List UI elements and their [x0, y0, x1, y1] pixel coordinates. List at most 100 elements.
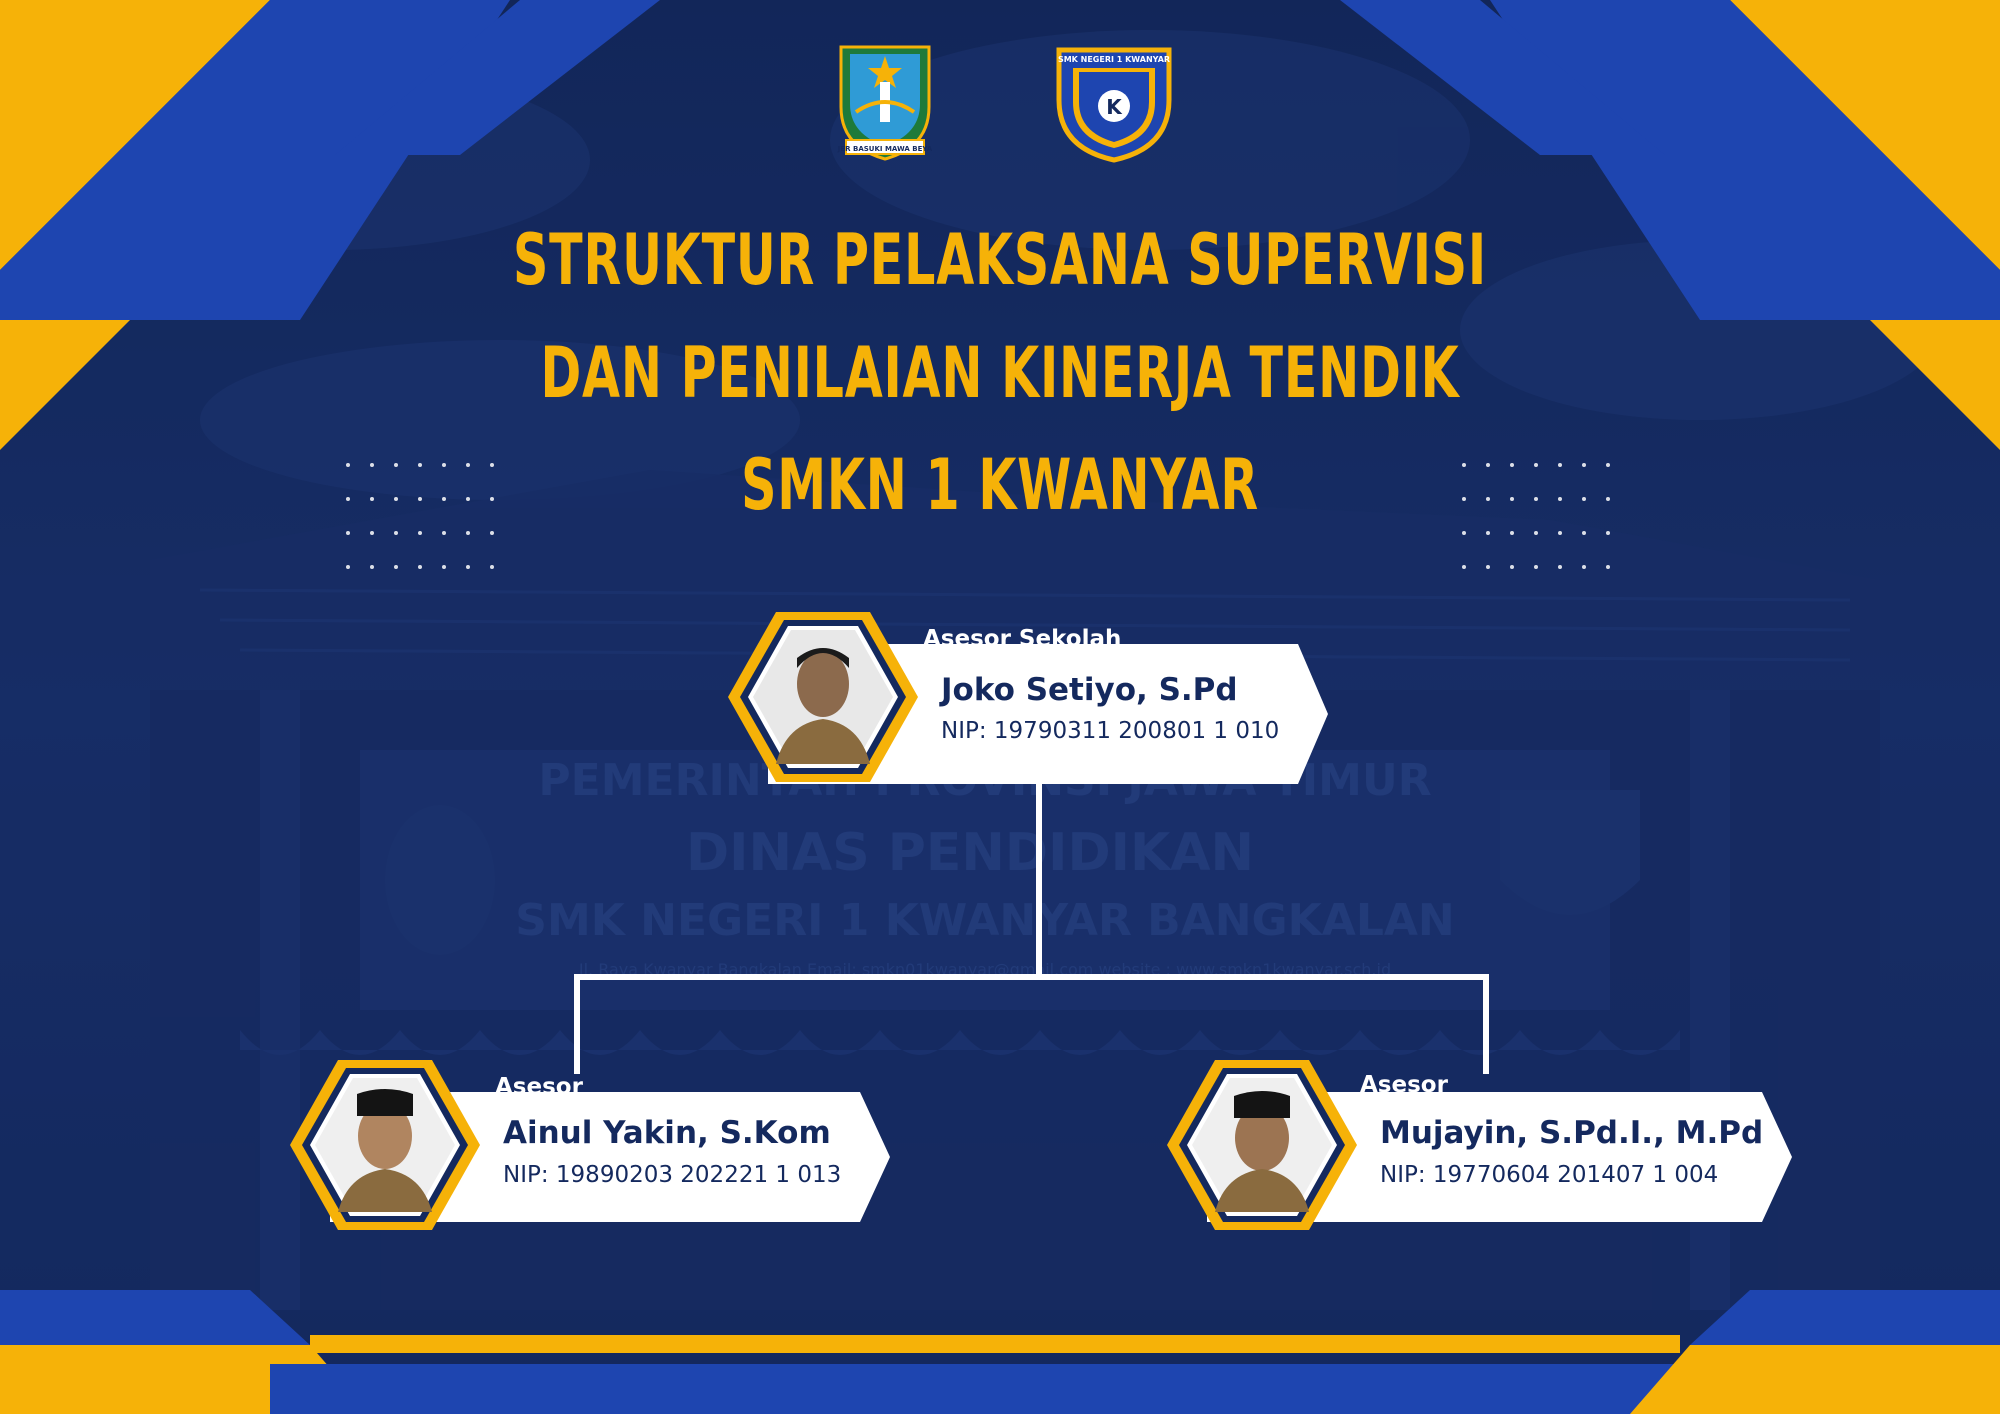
person-name: Ainul Yakin, S.Kom — [503, 1115, 831, 1151]
decorative-dot — [1558, 565, 1562, 569]
decorative-dot — [442, 531, 446, 535]
person-nip: NIP: 19770604 201407 1 004 — [1380, 1162, 1719, 1188]
decorative-dot — [466, 497, 470, 501]
card-banner — [330, 1092, 890, 1222]
decorative-dot — [1582, 463, 1586, 467]
person-nip: NIP: 19890203 202221 1 013 — [503, 1162, 842, 1188]
decorative-dot — [346, 497, 350, 501]
building-silhouette — [150, 470, 1880, 1310]
person-name: Mujayin, S.Pd.I., M.Pd — [1380, 1115, 1764, 1151]
decorative-dot — [466, 463, 470, 467]
decorative-dot — [370, 463, 374, 467]
emblem-motto: JER BASUKI MAWA BEYA — [837, 145, 933, 153]
decorative-dot — [346, 463, 350, 467]
decorative-dot — [1534, 565, 1538, 569]
card-banner — [768, 644, 1328, 784]
decorative-dot — [346, 531, 350, 535]
dot-grid-right — [1462, 463, 1630, 599]
decorative-dot — [490, 565, 494, 569]
dot-grid-left — [346, 463, 514, 599]
connector-left-drop — [574, 974, 580, 1074]
corner-tl-blue — [0, 0, 510, 320]
decorative-dot — [1558, 531, 1562, 535]
decorative-dot — [1462, 565, 1466, 569]
decorative-dot — [1606, 565, 1610, 569]
decorative-dot — [394, 531, 398, 535]
bottom-left-blue — [0, 1290, 310, 1345]
svg-text:K: K — [1106, 95, 1123, 119]
decorative-dot — [1462, 463, 1466, 467]
bottom-blue-band — [270, 1364, 1730, 1414]
corner-tl-yellow-lower — [0, 320, 130, 450]
school-logo-text: SMK NEGERI 1 KWANYAR — [1058, 55, 1170, 64]
role-label: Asesor — [1360, 1072, 1448, 1098]
decorative-dot — [1510, 565, 1514, 569]
decorative-dot — [394, 497, 398, 501]
role-label: Asesor — [495, 1074, 583, 1100]
decorative-dot — [1558, 463, 1562, 467]
card-banner — [1207, 1092, 1792, 1222]
person-nip: NIP: 19790311 200801 1 010 — [941, 718, 1280, 744]
card-asesor-sekolah: Asesor Sekolah Joko Setiyo, S.Pd NIP: 19… — [728, 612, 1328, 784]
decorative-dot — [466, 565, 470, 569]
corner-tr-yellow-lower — [1870, 320, 2000, 450]
decorative-dot — [466, 531, 470, 535]
title-line-2: DAN PENILAIAN KINERJA TENDIK — [540, 332, 1460, 414]
corner-tr-blue — [1490, 0, 2000, 320]
decorative-dot — [1462, 497, 1466, 501]
decorative-dot — [1534, 531, 1538, 535]
decorative-dot — [1486, 531, 1490, 535]
decorative-dot — [442, 565, 446, 569]
decorative-dot — [1510, 497, 1514, 501]
decorative-dot — [1606, 497, 1610, 501]
connector-right-drop — [1483, 974, 1489, 1074]
decorative-dot — [1534, 463, 1538, 467]
decorative-dot — [418, 463, 422, 467]
decorative-dot — [1510, 531, 1514, 535]
decorative-dot — [1486, 497, 1490, 501]
decorative-dot — [370, 565, 374, 569]
avatar-hexagon — [728, 612, 918, 782]
person-name: Joko Setiyo, S.Pd — [941, 672, 1238, 708]
decorative-dot — [490, 531, 494, 535]
role-label: Asesor Sekolah — [923, 626, 1122, 652]
decorative-dot — [442, 463, 446, 467]
avatar-hexagon — [290, 1060, 480, 1230]
decorative-dot — [1486, 463, 1490, 467]
bottom-right-yellow — [1630, 1345, 2000, 1414]
decorative-dot — [442, 497, 446, 501]
bottom-yellow-line — [310, 1335, 1680, 1353]
decorative-dot — [1462, 531, 1466, 535]
jawa-timur-emblem-icon: JER BASUKI MAWA BEYA — [837, 45, 933, 161]
card-asesor-right: Asesor Mujayin, S.Pd.I., M.Pd NIP: 19770… — [1167, 1060, 1797, 1230]
decorative-dot — [370, 531, 374, 535]
bottom-right-blue — [1690, 1290, 2000, 1345]
decorative-dot — [346, 565, 350, 569]
card-asesor-left: Asesor Ainul Yakin, S.Kom NIP: 19890203 … — [290, 1060, 900, 1230]
decorative-dot — [1582, 531, 1586, 535]
decorative-dot — [370, 497, 374, 501]
decorative-dot — [418, 497, 422, 501]
decorative-dot — [418, 565, 422, 569]
connector-vertical-top — [1036, 770, 1042, 978]
decorative-dot — [1486, 565, 1490, 569]
decorative-dot — [1510, 463, 1514, 467]
decorative-dot — [1534, 497, 1538, 501]
decorative-dot — [490, 463, 494, 467]
title-line-1: STRUKTUR PELAKSANA SUPERVISI — [513, 219, 1487, 301]
avatar-hexagon — [1167, 1060, 1357, 1230]
corner-tl-blue-strip — [335, 0, 660, 155]
decorative-dot — [1558, 497, 1562, 501]
decorative-dot — [1582, 565, 1586, 569]
connector-horizontal — [574, 974, 1489, 980]
decorative-dot — [1606, 463, 1610, 467]
decorative-dot — [394, 565, 398, 569]
decorative-dot — [394, 463, 398, 467]
corner-tr-blue-strip — [1340, 0, 1665, 155]
decorative-dot — [1606, 531, 1610, 535]
sign-line-3: SMK NEGERI 1 KWANYAR BANGKALAN — [515, 895, 1454, 946]
title-line-3: SMKN 1 KWANYAR — [741, 444, 1259, 526]
decorative-dot — [490, 497, 494, 501]
